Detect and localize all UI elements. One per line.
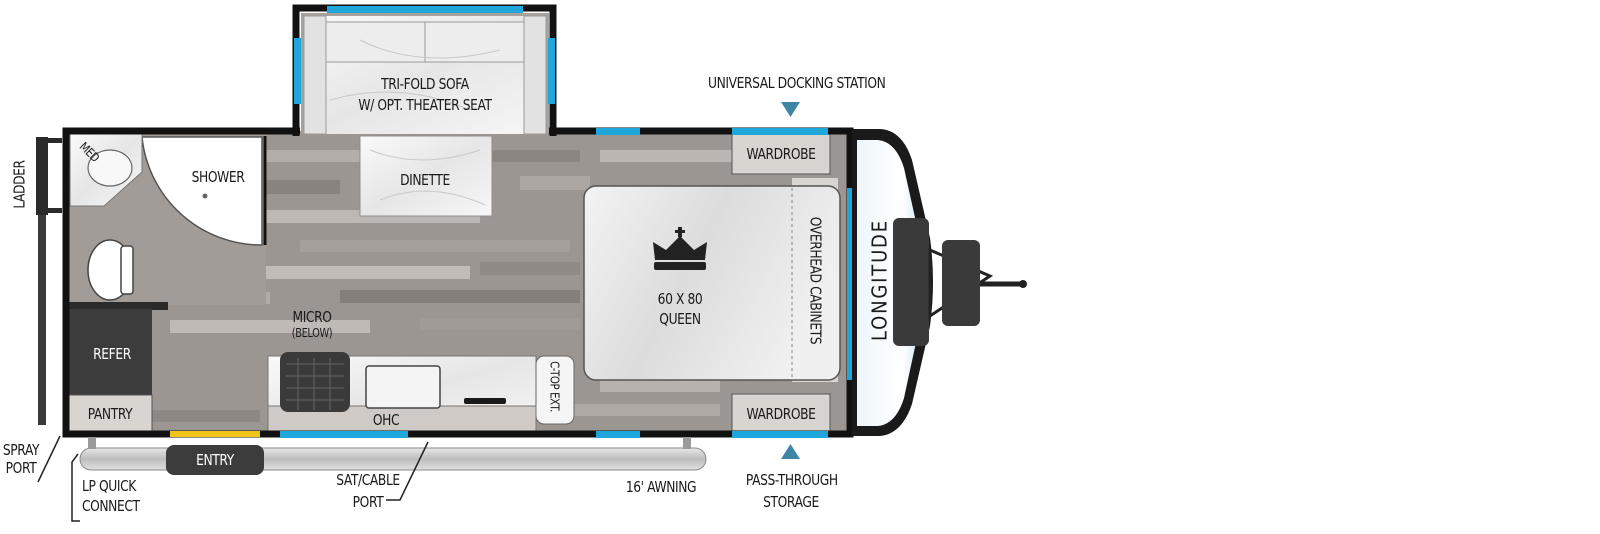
refer-label: REFER xyxy=(93,345,131,363)
faucet xyxy=(464,398,506,404)
pantry-label: PANTRY xyxy=(87,405,133,423)
front-storage-box xyxy=(893,218,929,346)
triangle-down-icon xyxy=(781,102,800,117)
sofa-label-line2: W/ OPT. THEATER SEAT xyxy=(358,96,492,114)
ladder xyxy=(36,137,62,425)
pass-through-label-line2: STORAGE xyxy=(763,493,819,511)
shower-drain xyxy=(202,193,208,199)
slide-window-left xyxy=(294,38,301,104)
toilet xyxy=(87,239,134,301)
window-bottom-front xyxy=(732,431,828,438)
countertop-extension xyxy=(535,355,575,425)
shower-pan xyxy=(141,136,263,246)
awning-label: 16' AWNING xyxy=(625,478,697,496)
sat-port-label-line2: PORT xyxy=(352,493,384,511)
sat-port-leader xyxy=(386,441,429,501)
ladder-label: LADDER xyxy=(10,160,29,209)
triangle-up-icon xyxy=(781,444,800,459)
sat-port-label-line1: SAT/CABLE xyxy=(336,471,400,489)
window-top-front xyxy=(732,128,828,135)
dinette-table xyxy=(359,135,493,217)
galley-sink xyxy=(365,365,441,409)
spray-port-label-line1: SPRAY xyxy=(2,441,40,459)
entry-step xyxy=(170,431,260,437)
bed-type-label: QUEEN xyxy=(659,310,701,328)
ohc-label: OHC xyxy=(372,411,400,429)
crown-icon xyxy=(653,227,707,270)
queen-bed xyxy=(583,185,841,381)
micro-label: MICRO xyxy=(292,308,332,326)
cooktop-icon xyxy=(280,352,350,412)
micro-sub-label: (BELOW) xyxy=(291,326,333,340)
wardrobe-bottom-label: WARDROBE xyxy=(746,405,816,423)
brand-logo-text: LONGITUDE xyxy=(867,219,892,341)
docking-station-label: UNIVERSAL DOCKING STATION xyxy=(708,74,886,92)
refrigerator xyxy=(68,309,152,395)
window-top-mid xyxy=(596,128,640,135)
sofa-label-line1: TRI-FOLD SOFA xyxy=(381,75,469,93)
sink-bowl xyxy=(87,149,133,187)
pass-through-label-line1: PASS-THROUGH xyxy=(745,471,838,489)
slide-window-top xyxy=(327,6,523,13)
ctop-label: C-TOP EXT. xyxy=(547,361,562,412)
entry-label: ENTRY xyxy=(196,451,234,469)
bed-size-label: 60 X 80 xyxy=(657,290,703,308)
wardrobe-top-label: WARDROBE xyxy=(746,145,816,163)
entry-door-marker xyxy=(166,445,264,475)
wardrobe-top-cabinet xyxy=(731,133,831,175)
overhead-cabinets-label: OVERHEAD CABINETS xyxy=(806,216,825,345)
spray-port-label-line2: PORT xyxy=(5,459,37,477)
window-bottom-galley xyxy=(280,431,408,438)
slide-window-right xyxy=(548,38,555,104)
lp-connect-label-line1: LP QUICK xyxy=(82,477,136,495)
window-front xyxy=(847,188,854,380)
front-nose-face xyxy=(857,140,923,426)
window-bottom-mid xyxy=(596,431,640,438)
pantry-cabinet xyxy=(67,394,153,434)
lp-connect-leader xyxy=(71,453,80,522)
spray-port-leader xyxy=(37,435,61,483)
lp-connect-label-line2: CONNECT xyxy=(81,497,140,515)
counter-ledge xyxy=(68,302,168,310)
shower-label: SHOWER xyxy=(191,168,245,186)
trailer-hitch xyxy=(928,240,1027,326)
dinette-label: DINETTE xyxy=(400,171,450,189)
tri-fold-sofa xyxy=(303,15,547,135)
